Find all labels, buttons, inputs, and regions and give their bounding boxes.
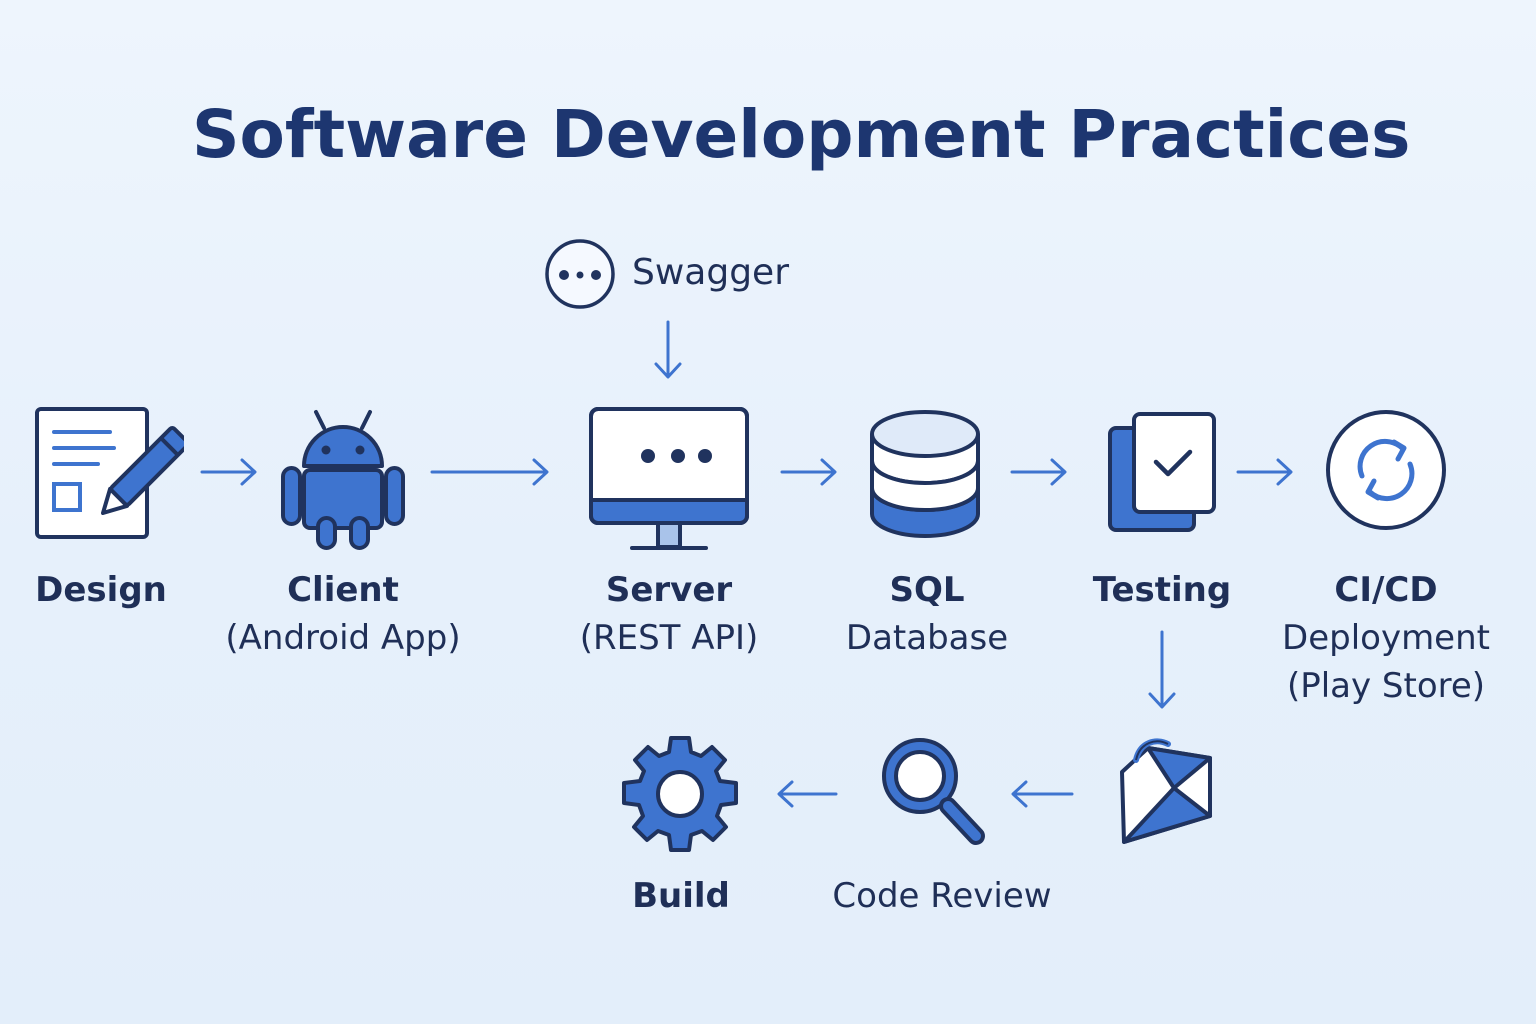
swagger-label: Swagger: [632, 252, 790, 293]
arrow-merge-review: [1011, 780, 1074, 808]
envelope-icon: [1114, 736, 1218, 848]
gear-icon: [620, 734, 740, 854]
arrow-client-server: [430, 458, 549, 486]
server-label: Server (REST API): [580, 566, 759, 662]
checklist-icon: [1106, 410, 1220, 534]
build-label: Build: [632, 872, 730, 920]
cicd-title: CI/CD: [1334, 570, 1438, 610]
testing-title: Testing: [1092, 570, 1232, 610]
client-title: Client: [287, 570, 399, 610]
diagram-title: Software Development Practices: [192, 96, 1411, 173]
arrow-review-build: [777, 780, 838, 808]
arrow-testing-merge: [1148, 630, 1176, 709]
design-label: Design: [35, 566, 167, 614]
client-subtitle: (Android App): [225, 618, 461, 658]
arrow-swagger-server: [654, 320, 682, 379]
android-icon: [280, 408, 406, 552]
swagger-dots-icon: [544, 238, 616, 310]
database-icon: [868, 406, 982, 542]
code-review-label: Code Review: [832, 872, 1051, 920]
sync-icon: [1324, 408, 1448, 532]
server-title: Server: [605, 570, 733, 610]
cicd-subtitle: Deployment: [1282, 618, 1490, 658]
sql-subtitle: Database: [845, 618, 1009, 658]
magnifier-icon: [878, 734, 990, 850]
arrow-server-sql: [780, 458, 837, 486]
sql-label: SQL Database: [846, 566, 1008, 662]
build-title: Build: [632, 876, 730, 916]
arrow-design-client: [200, 458, 257, 486]
cicd-label: CI/CD Deployment (Play Store): [1282, 566, 1490, 710]
server-subtitle: (REST API): [579, 618, 759, 658]
design-title: Design: [35, 570, 167, 610]
testing-label: Testing: [1093, 566, 1231, 614]
monitor-icon: [588, 406, 750, 552]
arrow-sql-testing: [1010, 458, 1067, 486]
cicd-subtitle-2: (Play Store): [1286, 666, 1486, 706]
code-review-title: Code Review: [832, 876, 1052, 916]
sql-title: SQL: [889, 570, 965, 610]
client-label: Client (Android App): [225, 566, 460, 662]
document-pencil-icon: [34, 406, 184, 540]
arrow-testing-cicd: [1236, 458, 1293, 486]
